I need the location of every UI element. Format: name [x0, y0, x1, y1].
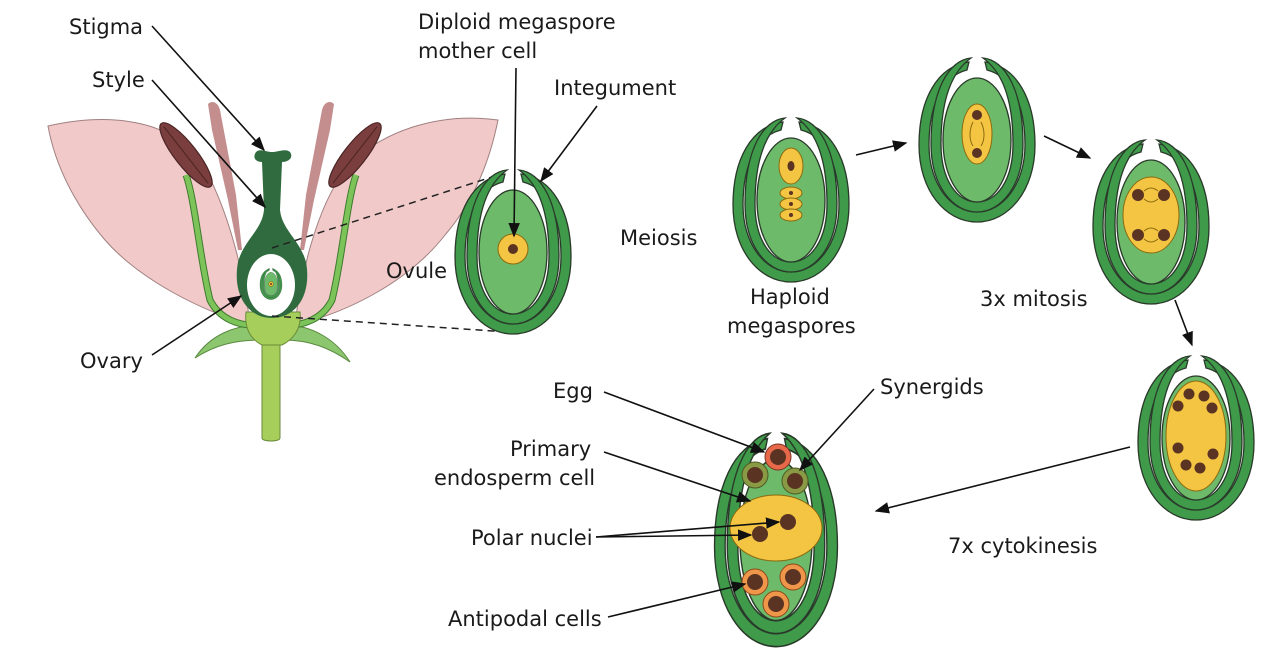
ovule-four-nucleate — [1089, 139, 1210, 305]
label-stigma: Stigma — [69, 15, 143, 39]
zoom-line-bottom — [271, 315, 509, 333]
flower — [47, 102, 499, 442]
arrow-four-to-eight — [1174, 299, 1193, 347]
label-primary-line2: endosperm cell — [434, 466, 595, 490]
pointer-ovary — [151, 295, 243, 356]
receptacle — [245, 311, 301, 346]
pointer-integument — [540, 105, 598, 183]
primary-endosperm-cell — [729, 494, 823, 562]
pointer-egg — [603, 391, 766, 453]
zoom-line-top — [271, 174, 499, 249]
pointer-antipodal — [607, 581, 747, 618]
egg-cell — [764, 443, 792, 471]
synergid-left — [741, 461, 769, 489]
label-polar-nuclei: Polar nuclei — [471, 526, 593, 550]
label-haploid-line2: megaspores — [727, 314, 856, 338]
anther-left — [159, 122, 213, 188]
stamen-pink-left — [208, 102, 242, 250]
stamen-pink-right — [300, 102, 334, 250]
pointer-polar-2 — [595, 529, 753, 541]
label-egg: Egg — [553, 379, 593, 403]
arrow-two-to-four — [1043, 135, 1092, 159]
polar-nucleus-1 — [780, 514, 796, 530]
label-meiosis: Meiosis — [620, 226, 697, 250]
antipodal-cell-3 — [762, 590, 790, 618]
label-synergids: Synergids — [880, 375, 984, 399]
label-diploid-line1: Diploid megaspore — [418, 10, 616, 34]
ovule-two-nucleate — [915, 57, 1036, 223]
antipodal-cell-2 — [779, 563, 807, 591]
label-cytokinesis: 7x cytokinesis — [948, 534, 1097, 558]
arrow-meiosis-to-two — [855, 140, 908, 156]
pointer-synergids — [799, 388, 875, 472]
polar-nucleus-2 — [752, 526, 768, 542]
label-primary-line1: Primary — [510, 437, 591, 461]
pointer-primary-endosperm — [603, 451, 752, 503]
synergid-right — [781, 467, 809, 495]
stem — [261, 329, 281, 442]
label-integument: Integument — [554, 76, 676, 100]
anther-right — [328, 122, 382, 188]
label-style: Style — [92, 68, 145, 92]
ovule-haploid — [729, 117, 850, 283]
label-haploid-line1: Haploid — [750, 285, 830, 309]
ovule-eight-nucleate — [1134, 355, 1255, 521]
pointer-mmc — [508, 67, 520, 238]
pointer-stigma — [151, 25, 265, 152]
label-ovary: Ovary — [80, 349, 143, 373]
ovule-mmc — [451, 169, 572, 335]
label-diploid-line2: mother cell — [418, 39, 537, 63]
pointer-polar-1 — [595, 517, 781, 538]
label-ovule: Ovule — [386, 259, 447, 283]
antipodal-cell-1 — [741, 568, 769, 596]
arrow-eight-to-mature — [874, 446, 1131, 514]
label-antipodal-cells: Antipodal cells — [448, 607, 602, 631]
pointer-style — [151, 79, 266, 209]
label-mitosis: 3x mitosis — [980, 287, 1088, 311]
